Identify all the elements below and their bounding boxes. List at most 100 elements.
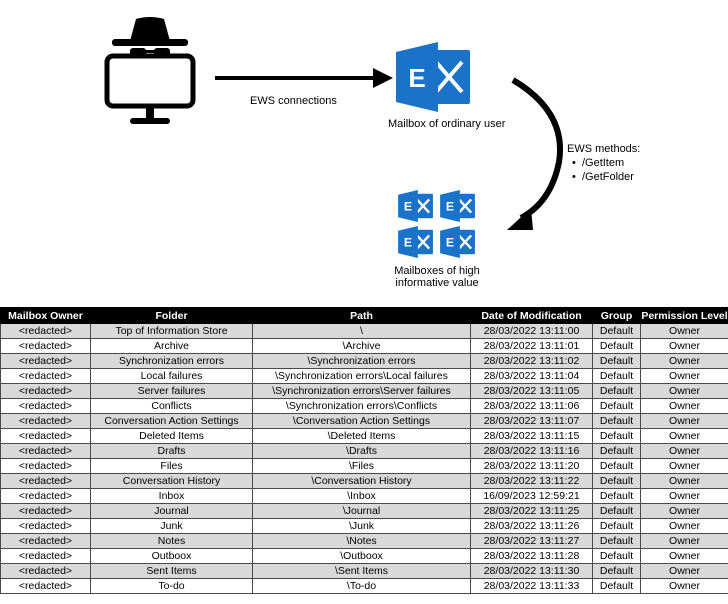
table-cell: Default [592,578,641,594]
table-cell: Owner [640,473,728,489]
table-cell: Junk [90,518,253,534]
table-cell: 28/03/2022 13:11:27 [470,533,593,549]
exchange-icon: E [398,226,433,258]
table-cell: \Synchronization errors\Conflicts [252,398,471,414]
table-cell: \Files [252,458,471,474]
hacker-icon [104,17,196,124]
table-cell: <redacted> [0,458,91,474]
table-cell: 28/03/2022 13:11:06 [470,398,593,414]
table-cell: Owner [640,488,728,504]
table-cell: Owner [640,353,728,369]
table-cell: 28/03/2022 13:11:26 [470,518,593,534]
exchange-icon: E [398,190,433,222]
table-cell: Default [592,533,641,549]
table-cell: 28/03/2022 13:11:30 [470,563,593,579]
table-cell: <redacted> [0,548,91,564]
table-cell: \Sent Items [252,563,471,579]
table-cell: 28/03/2022 13:11:33 [470,578,593,594]
table-row: <redacted>Conversation History\Conversat… [0,473,728,489]
folder-header: Folder [90,307,253,324]
table-cell: Owner [640,533,728,549]
table-cell: <redacted> [0,338,91,354]
table-cell: Owner [640,503,728,519]
table-cell: Default [592,368,641,384]
method-item: • /GetItem [572,157,625,169]
table-cell: Server failures [90,383,253,399]
table-cell: Default [592,338,641,354]
exchange-icon: E [440,226,475,258]
path-header: Path [252,307,471,324]
table-cell: Owner [640,413,728,429]
table-cell: \Deleted Items [252,428,471,444]
table-cell: \Junk [252,518,471,534]
table-cell: <redacted> [0,563,91,579]
table-cell: \Synchronization errors\Local failures [252,368,471,384]
table-cell: Synchronization errors [90,353,253,369]
table-cell: \Notes [252,533,471,549]
curved-arrow-icon [507,77,563,230]
table-cell: Default [592,563,641,579]
connection-label: EWS connections [250,95,337,107]
table-cell: Default [592,548,641,564]
table-cell: Owner [640,323,728,339]
table-cell: Default [592,458,641,474]
table-cell: Local failures [90,368,253,384]
table-cell: \ [252,323,471,339]
table-row: <redacted>Synchronization errors\Synchro… [0,353,728,369]
table-cell: Inbox [90,488,253,504]
table-cell: Default [592,518,641,534]
table-cell: \Outboox [252,548,471,564]
table-cell: \Conversation Action Settings [252,413,471,429]
table-cell: 28/03/2022 13:11:22 [470,473,593,489]
table-cell: 28/03/2022 13:11:00 [470,323,593,339]
table-cell: To-do [90,578,253,594]
table-cell: Conversation History [90,473,253,489]
table-cell: Conversation Action Settings [90,413,253,429]
table-cell: <redacted> [0,413,91,429]
table-cell: \Synchronization errors\Server failures [252,383,471,399]
exchange-icon: E [440,190,475,222]
table-cell: Conflicts [90,398,253,414]
table-cell: Default [592,428,641,444]
svg-text:E: E [446,200,454,214]
table-row: <redacted>Conversation Action Settings\C… [0,413,728,429]
table-cell: 28/03/2022 13:11:28 [470,548,593,564]
svg-text:E: E [404,200,412,214]
table-body: <redacted>Top of Information Store\28/03… [0,323,728,594]
table-cell: \To-do [252,578,471,594]
connection-arrow-icon [215,68,393,88]
table-cell: Default [592,473,641,489]
table-cell: 28/03/2022 13:11:20 [470,458,593,474]
table-cell: <redacted> [0,323,91,339]
table-cell: 28/03/2022 13:11:15 [470,428,593,444]
table-cell: \Drafts [252,443,471,459]
table-cell: 28/03/2022 13:11:05 [470,383,593,399]
table-cell: <redacted> [0,503,91,519]
svg-text:E: E [446,236,454,250]
table-cell: Default [592,323,641,339]
table-cell: Top of Information Store [90,323,253,339]
exchange-letter: E [408,63,425,93]
table-cell: Default [592,443,641,459]
table-cell: \Archive [252,338,471,354]
table-cell: Archive [90,338,253,354]
table-cell: Owner [640,338,728,354]
table-cell: Owner [640,443,728,459]
table-cell: Drafts [90,443,253,459]
table-cell: \Inbox [252,488,471,504]
table-row: <redacted>Top of Information Store\28/03… [0,323,728,339]
table-cell: Default [592,398,641,414]
table-cell: <redacted> [0,518,91,534]
table-cell: Owner [640,398,728,414]
table-cell: 28/03/2022 13:11:02 [470,353,593,369]
table-cell: Default [592,353,641,369]
table-cell: <redacted> [0,533,91,549]
